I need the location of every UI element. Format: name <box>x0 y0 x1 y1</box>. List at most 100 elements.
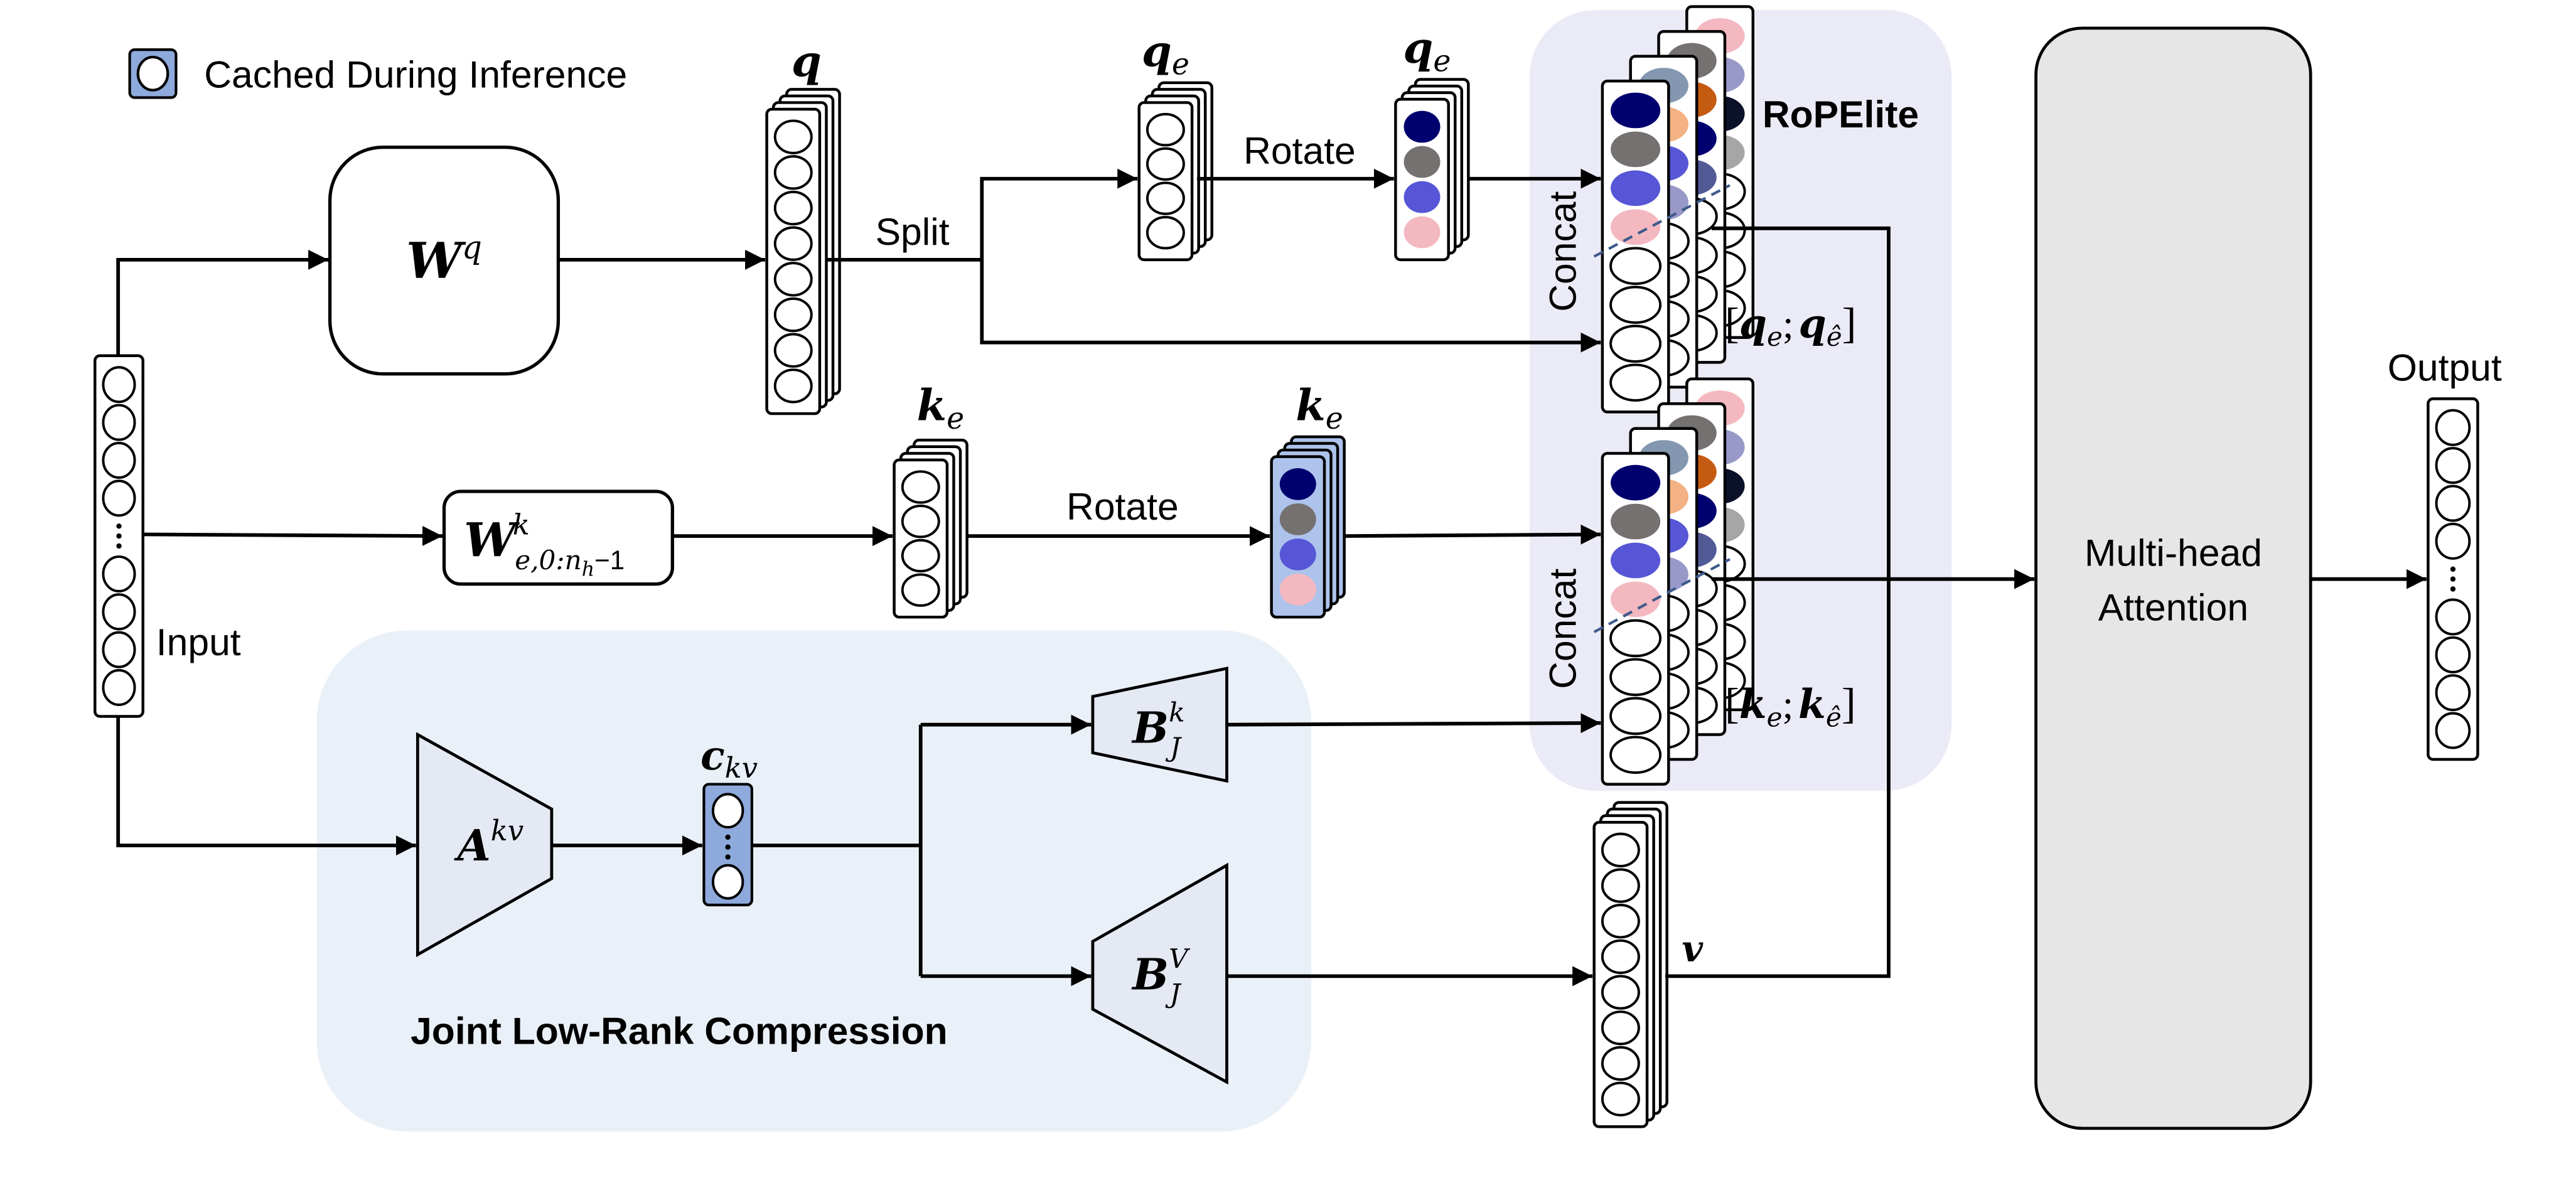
neuron-rotated <box>1403 181 1441 213</box>
ellipsis-dot <box>116 543 122 549</box>
neuron-rotated <box>1279 503 1316 535</box>
neuron <box>773 119 813 154</box>
neuron-rotated <box>1611 131 1661 168</box>
rope-split-dashed-line <box>1593 558 1731 633</box>
neuron <box>1601 1046 1640 1081</box>
neuron <box>2435 636 2471 673</box>
joint-title: Joint Low-Rank Compression <box>411 1009 948 1052</box>
concat-q-label: Concat <box>1542 191 1584 312</box>
input-label: Input <box>156 621 241 663</box>
neuron-rotated <box>1611 209 1661 245</box>
input-to-akv-arrow <box>116 716 416 856</box>
neuron <box>1601 1010 1640 1046</box>
input-vector <box>94 354 144 718</box>
neuron <box>2435 522 2471 560</box>
neuron <box>2435 485 2471 522</box>
input-to-wq-arrow <box>116 249 328 356</box>
neuron <box>773 297 813 333</box>
neuron-rotated <box>1611 542 1661 579</box>
neuron <box>102 668 136 707</box>
neuron <box>2435 409 2471 446</box>
neuron <box>2435 447 2471 485</box>
mha-line1: Multi-head <box>2085 532 2262 574</box>
ke-rotated-label: ke <box>1296 381 1343 436</box>
neuron-rotated <box>1279 574 1316 606</box>
bv-trapezoid <box>1091 862 1228 1085</box>
rope-split-dashed-line <box>1593 184 1731 258</box>
neuron <box>2435 598 2471 636</box>
neuron-rotated <box>1611 581 1661 618</box>
q-vector-stack <box>765 88 841 415</box>
neuron <box>1601 832 1640 868</box>
neuron <box>901 573 940 607</box>
neuron-rotated <box>1279 468 1316 500</box>
q-concat-label: [qe;qê] <box>1725 299 1857 352</box>
q-to-mha-line <box>1665 226 1891 978</box>
akv-label: Akv <box>454 814 524 871</box>
rotate-k-label: Rotate <box>1066 485 1179 528</box>
neuron <box>1601 1081 1640 1116</box>
qe-label: qe <box>1142 26 1189 82</box>
qe-vector-stack <box>1137 81 1213 262</box>
mha-line2: Attention <box>2098 586 2248 629</box>
qe-rotated-stack <box>1394 78 1470 262</box>
q-concat-stack <box>1593 5 1755 414</box>
ke-label: ke <box>917 381 965 436</box>
neuron <box>1609 697 1662 736</box>
neuron-rotated <box>1611 92 1661 129</box>
ckv-cached-vector <box>702 783 753 907</box>
neuron <box>102 631 136 668</box>
neuron <box>2435 712 2471 749</box>
ckv-branch <box>751 724 923 977</box>
ellipsis-dot <box>2450 566 2456 572</box>
split-to-concat-arrow <box>980 259 1601 353</box>
ke-vector-stack <box>893 438 969 619</box>
ellipsis-dot <box>116 533 122 539</box>
neuron-rotated <box>1403 146 1441 178</box>
v-vector-stack <box>1592 801 1668 1128</box>
neuron <box>773 368 813 404</box>
neuron <box>1601 939 1640 975</box>
akv-trapezoid <box>416 732 554 958</box>
ckv-label: ckv <box>700 732 758 784</box>
output-vector <box>2427 397 2479 761</box>
neuron <box>102 404 136 441</box>
vector-frame <box>1394 97 1450 262</box>
neuron <box>2435 674 2471 712</box>
bk-to-concat-arrow <box>1226 713 1601 734</box>
neuron <box>1609 324 1662 363</box>
rotate-q-label: Rotate <box>1243 129 1356 172</box>
k-concat-label: [ke;kê] <box>1725 680 1856 732</box>
vector-frame <box>765 107 822 415</box>
neuron <box>102 479 136 517</box>
vector-frame <box>1592 820 1649 1128</box>
neuron <box>1146 181 1185 215</box>
vector-frame <box>1270 455 1326 619</box>
neuron <box>102 366 136 404</box>
ke-rotated-cached-stack <box>1270 435 1346 619</box>
neuron <box>1609 658 1662 697</box>
legend: Cached During Inference <box>128 48 627 99</box>
neuron-rotated <box>1611 503 1661 540</box>
neuron-rotated <box>1403 216 1441 249</box>
neuron <box>773 155 813 190</box>
k-concat-stack <box>1593 377 1755 786</box>
neuron <box>1146 216 1185 250</box>
neuron <box>901 470 940 504</box>
ropelite-title: RoPElite <box>1763 93 1919 136</box>
neuron <box>1609 247 1662 286</box>
neuron <box>102 555 136 592</box>
neuron <box>1601 904 1640 939</box>
neuron <box>1146 147 1185 181</box>
ke-rot-to-concat-arrow <box>1344 524 1601 545</box>
neuron <box>901 538 940 573</box>
neuron <box>901 505 940 538</box>
bk-trapezoid <box>1091 667 1228 783</box>
neuron <box>773 333 813 368</box>
neuron <box>773 262 813 297</box>
legend-label: Cached During Inference <box>204 53 627 96</box>
split-label: Split <box>876 210 950 253</box>
ellipsis-dot <box>116 523 122 529</box>
